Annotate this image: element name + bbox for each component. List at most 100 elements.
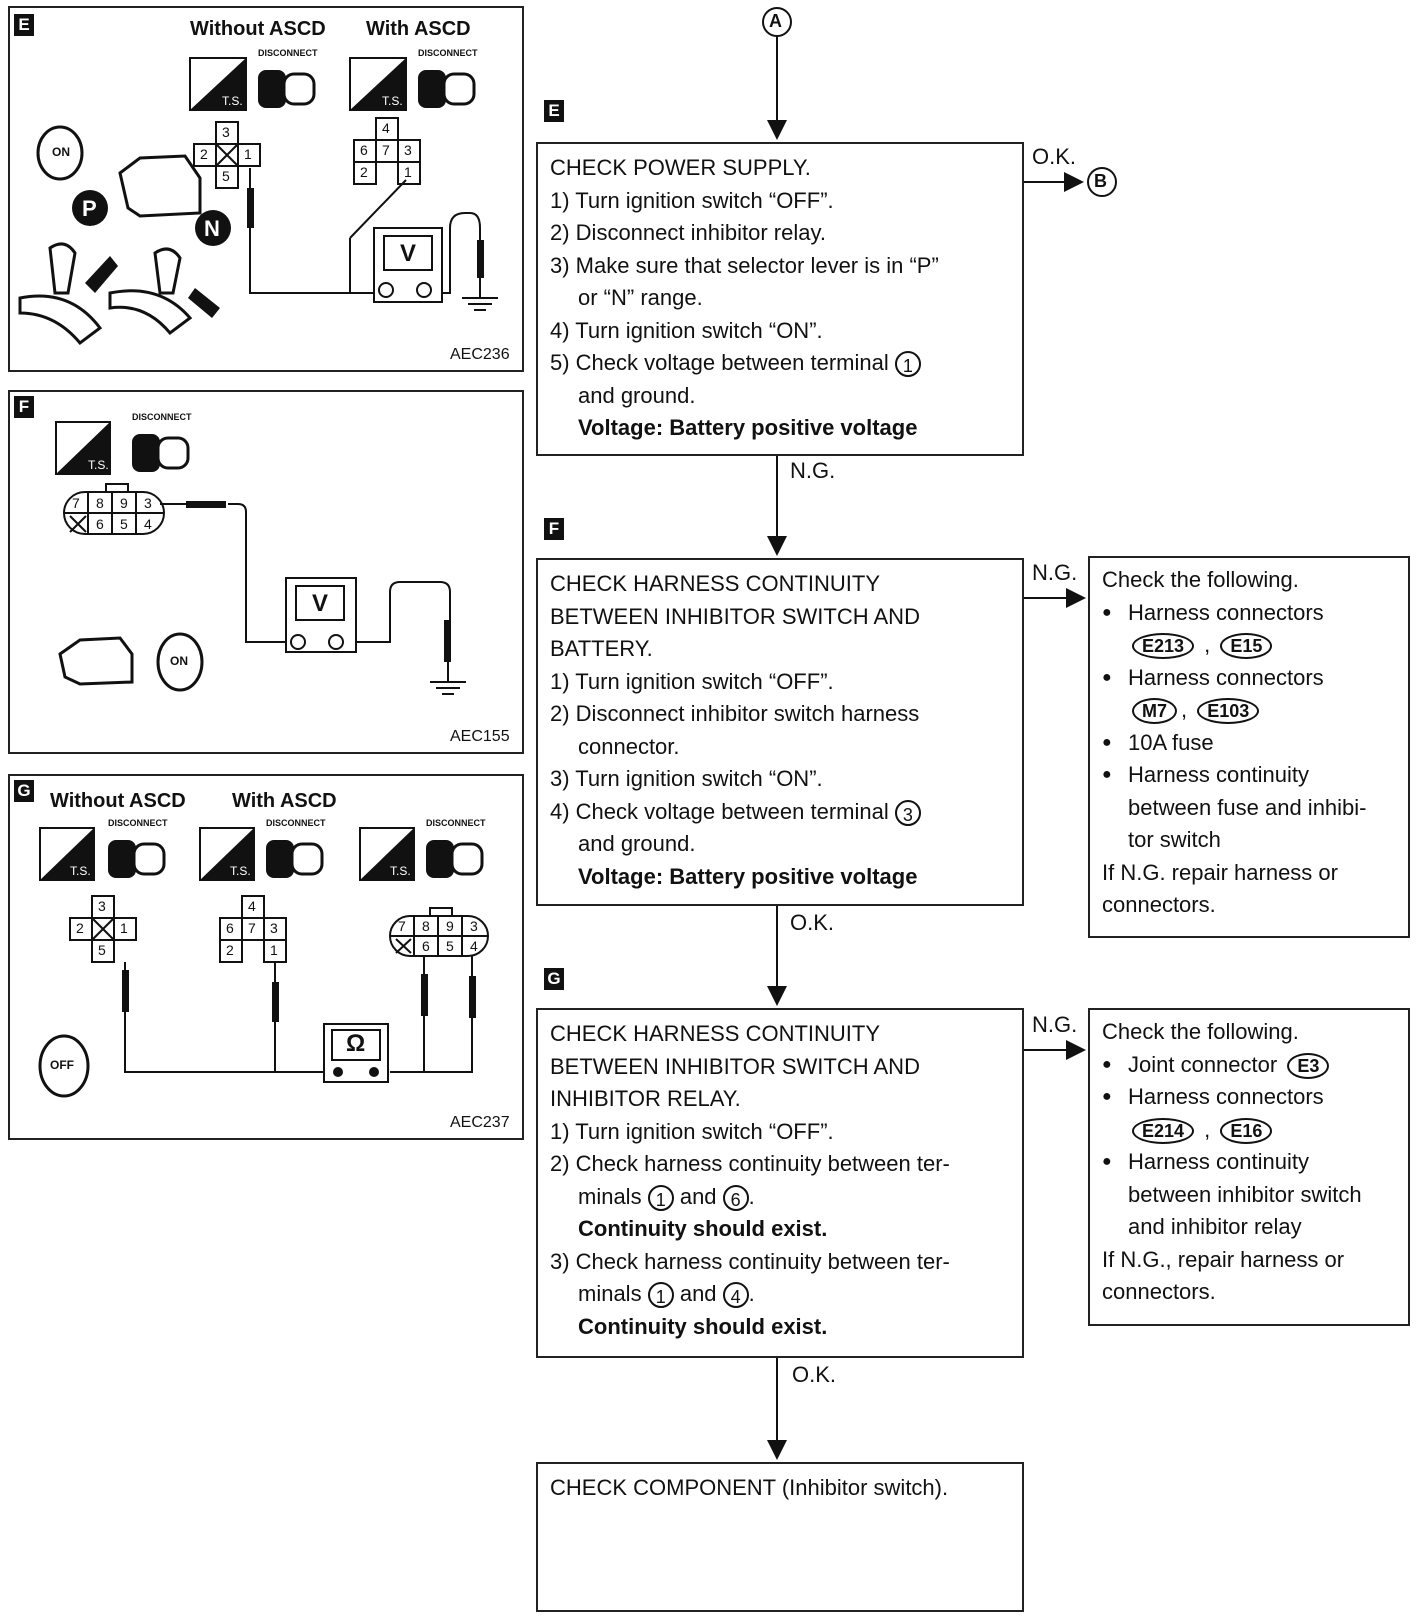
spec-text: Voltage: Battery positive voltage [578, 415, 918, 440]
conn-a-pin: 2 [200, 146, 208, 162]
voltmeter-symbol: V [312, 590, 329, 617]
note-footer: If N.G. repair harness or [1102, 859, 1338, 885]
terminal-number: 1 [894, 351, 921, 378]
voltmeter-symbol: V [400, 240, 417, 267]
check-following-note-g: Check the following. Joint connector E3 … [1088, 1008, 1410, 1326]
check-component-box: CHECK COMPONENT (Inhibitor switch). [536, 1462, 1024, 1612]
conn-pin: 3 [144, 495, 152, 511]
terminal-number: 4 [722, 1282, 749, 1309]
note-footer: If N.G., repair harness or [1102, 1246, 1345, 1272]
step-title: BETWEEN INHIBITOR SWITCH AND [550, 603, 920, 629]
disconnect-label: DISCONNECT [418, 48, 478, 58]
disconnect-icon [258, 70, 476, 108]
note-bullet-cont: and inhibitor relay [1128, 1214, 1302, 1239]
ok-label: O.K. [1032, 144, 1077, 169]
ts-label: T.S. [70, 864, 91, 878]
conn-pin: 5 [120, 516, 128, 532]
conn-b-pin: 3 [404, 142, 412, 158]
conn-a-pin: 3 [98, 898, 106, 914]
ok-label: O.K. [792, 1362, 837, 1387]
conn-c-pin: 4 [470, 938, 478, 954]
note-heading: Check the following. [1102, 567, 1299, 592]
disconnect-label: DISCONNECT [426, 818, 486, 828]
goto-node-label: B [1094, 171, 1107, 191]
note-bullet: Harness continuity [1102, 1146, 1396, 1179]
conn-b-pin: 3 [270, 920, 278, 936]
figure-code: AEC237 [450, 1114, 510, 1131]
ts-label: T.S. [222, 94, 243, 108]
conn-c-pin: 7 [398, 918, 406, 934]
ts-label: T.S. [230, 864, 251, 878]
figure-code: AEC236 [450, 346, 510, 363]
conn-a-pin: 2 [76, 920, 84, 936]
note-footer: connectors. [1102, 892, 1216, 917]
step-title: CHECK POWER SUPPLY. [550, 155, 811, 180]
step-item: 3) Make sure that selector lever is in “… [550, 252, 939, 278]
conn-b-pin: 2 [360, 164, 368, 180]
disconnect-label: DISCONNECT [258, 48, 318, 58]
diagram-g-drawing [38, 827, 489, 1098]
connector-code: E3 [1287, 1052, 1330, 1079]
ohmmeter-symbol: Ω [346, 1030, 366, 1057]
conn-c-pin: 5 [446, 938, 454, 954]
note-bullet-cont: between fuse and inhibi- [1128, 794, 1367, 820]
step-title: CHECK HARNESS CONTINUITY [550, 571, 881, 596]
figure-panel-g: G Without ASCD With ASCD DISCONNECT DISC… [8, 774, 524, 1140]
check-harness-relay-box: CHECK HARNESS CONTINUITY BETWEEN INHIBIT… [536, 1008, 1024, 1358]
with-ascd-label: With ASCD [232, 790, 337, 812]
disconnect-label: DISCONNECT [132, 412, 192, 422]
conn-pin: 9 [120, 495, 128, 511]
conn-b-pin: 4 [382, 120, 390, 136]
conn-b-pin: 7 [248, 920, 256, 936]
conn-b-pin: 6 [226, 920, 234, 936]
ng-label: N.G. [790, 458, 836, 483]
step-item-cont: minals [578, 1281, 642, 1306]
step-item-cont: connector. [578, 733, 680, 759]
ts-label: T.S. [390, 864, 411, 878]
step-item-cont: and [679, 1281, 717, 1306]
conn-a-pin: 1 [120, 920, 128, 936]
step-tag-g: G [544, 968, 564, 990]
step-item: 1) Turn ignition switch “OFF”. [550, 187, 834, 213]
note-bullet: 10A fuse [1102, 727, 1396, 760]
step-item-cont: and ground. [578, 382, 696, 408]
step-item-cont: and ground. [578, 831, 696, 856]
step-item: 5) Check voltage between terminal [550, 350, 889, 375]
diagram-f-drawing [55, 421, 466, 695]
step-item: 4) Turn ignition switch “ON”. [550, 317, 823, 343]
conn-b-pin: 1 [270, 942, 278, 958]
conn-c-pin: 8 [422, 918, 430, 934]
step-item-cont: or “N” range. [578, 285, 703, 310]
connector-code: E214 [1132, 1117, 1195, 1144]
start-node-label: A [769, 11, 782, 31]
step-tag-e: E [544, 100, 564, 122]
panel-tag-e: E [14, 14, 34, 36]
figure-panel-f: F DISCONNECT T.S. 7 8 9 3 6 5 4 V ON AEC… [8, 390, 524, 754]
conn-pin: 7 [72, 495, 80, 511]
terminal-number: 3 [894, 799, 921, 826]
connector-code: M7 [1132, 698, 1178, 724]
conn-a-pin: 5 [98, 942, 106, 958]
connector-code: E16 [1220, 1117, 1273, 1144]
step-item: 2) Disconnect inhibitor switch harness [550, 701, 920, 726]
figure-code: AEC155 [450, 728, 510, 745]
step-item-cont: and [679, 1183, 717, 1209]
without-ascd-label: Without ASCD [190, 18, 326, 40]
conn-b-pin: 1 [404, 164, 412, 180]
note-bullet: Joint connector [1128, 1051, 1278, 1077]
ignition-on-label: ON [52, 145, 70, 159]
diagram-e-drawing [18, 57, 498, 346]
conn-pin: 4 [144, 516, 152, 532]
note-bullet-cont: between inhibitor switch [1128, 1181, 1362, 1207]
ts-label: T.S. [382, 94, 403, 108]
disconnect-icon [132, 434, 190, 472]
ng-label: N.G. [1032, 1012, 1078, 1037]
conn-a-pin: 5 [222, 168, 230, 184]
note-footer: connectors. [1102, 1279, 1216, 1304]
neutral-badge: N [204, 216, 220, 241]
step-item: 2) Check harness continuity between ter- [550, 1151, 950, 1176]
step-title: CHECK COMPONENT (Inhibitor switch). [550, 1475, 949, 1500]
spec-text: Continuity should exist. [578, 1216, 828, 1241]
connector-code: E15 [1220, 633, 1273, 659]
step-item: 3) Turn ignition switch “ON”. [550, 766, 823, 791]
